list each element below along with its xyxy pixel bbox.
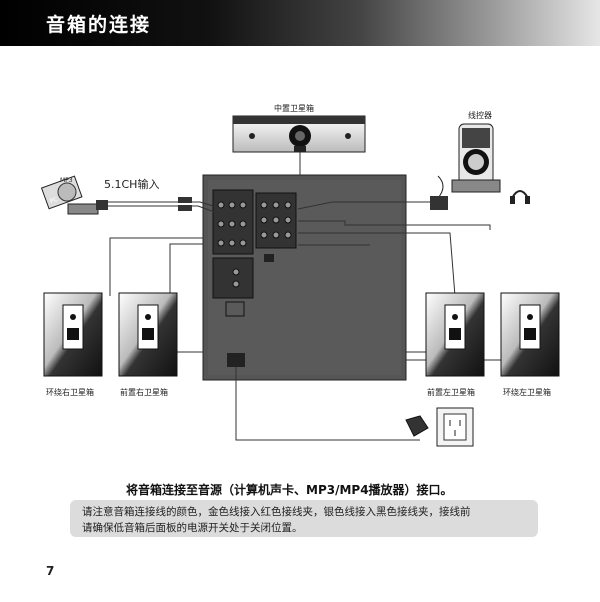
speaker-front-right	[118, 292, 178, 377]
page-title: 音箱的连接	[46, 14, 152, 36]
center-speaker	[232, 115, 366, 153]
subwoofer-panel	[202, 174, 407, 381]
speaker-surround-right	[43, 292, 103, 377]
page-number: 7	[46, 564, 55, 578]
page-header: 音箱的连接	[0, 0, 600, 46]
speaker-surround-right-label: 环绕右卫星箱	[46, 388, 94, 397]
connection-diagram	[40, 115, 560, 447]
wired-remote	[430, 123, 530, 210]
speaker-front-left	[425, 292, 485, 377]
instruction-text: 将音箱连接至音源（计算机声卡、MP3/MP4播放器）接口。	[126, 483, 453, 497]
power-outlet	[405, 407, 474, 447]
speaker-surround-left	[500, 292, 560, 377]
input-label: 5.1CH输入	[104, 178, 160, 191]
speaker-front-right-label: 前置右卫星箱	[120, 388, 168, 397]
note-line-2: 请确保低音箱后面板的电源开关处于关闭位置。	[82, 522, 303, 534]
mp3-label: MP3	[60, 177, 73, 184]
remote-label: 线控器	[468, 111, 492, 120]
speaker-surround-left-label: 环绕左卫星箱	[503, 388, 551, 397]
note-line-1: 请注意音箱连接线的颜色，金色线接入红色接线夹，银色线接入黑色接线夹，接线前	[82, 506, 471, 518]
center-speaker-label: 中置卫星箱	[274, 104, 314, 113]
speaker-front-left-label: 前置左卫星箱	[427, 388, 475, 397]
note-box: 请注意音箱连接线的颜色，金色线接入红色接线夹，银色线接入黑色接线夹，接线前 请确…	[70, 500, 538, 537]
audio-sources	[40, 175, 192, 215]
